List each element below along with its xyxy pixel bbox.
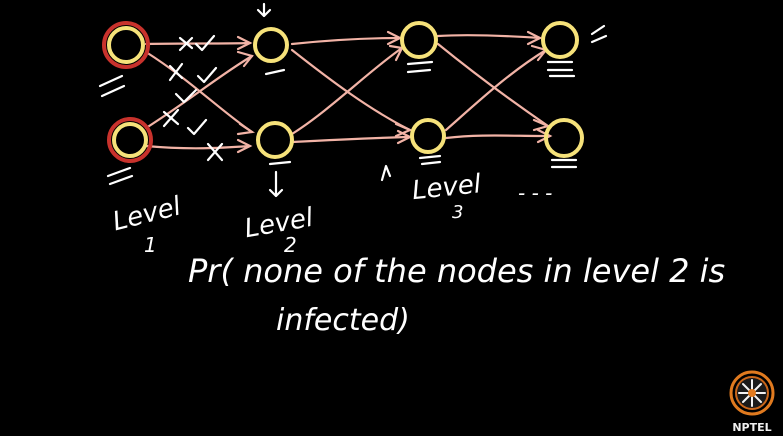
nptel-emblem-icon (729, 370, 775, 416)
node-level3-a (400, 21, 438, 59)
edge-l3b-l4b (444, 134, 552, 140)
edge-l3a-l4a (436, 34, 542, 40)
node-level4-b (544, 118, 584, 158)
infected-ring-l1b (107, 117, 153, 163)
nodes (102, 21, 584, 163)
node-level2-b (256, 121, 294, 159)
edge-l1b-l2b (144, 144, 252, 150)
level-2-number: 2 (284, 233, 297, 257)
level-3-number: 3 (452, 202, 463, 223)
edge-l1b-l2a (144, 54, 254, 130)
infected-ring-l1a (102, 21, 150, 69)
nptel-logo-text: NPTEL (732, 421, 772, 434)
node-level3-b (410, 118, 446, 154)
annotation-marks (98, 2, 608, 198)
node-level1-a (107, 26, 145, 64)
question-line-2: infected) (276, 303, 410, 338)
edge-l3a-l4b (436, 42, 550, 128)
edge-l2a-l3a (290, 36, 402, 46)
question-line-1: Pr( none of the nodes in level 2 is (188, 252, 725, 290)
level-1-number: 1 (144, 233, 157, 257)
node-level4-a (541, 21, 579, 59)
edges (144, 30, 553, 154)
node-level2-a (253, 27, 289, 63)
level-3-label: Level (411, 169, 484, 206)
level-2-label: Level (242, 203, 316, 245)
level-labels: Level 1 Level 2 Level 3 - - - (110, 169, 553, 257)
edge-l2b-l3a (290, 46, 404, 136)
edge-l2b-l3b (290, 135, 412, 144)
edge-l1a-l2a (144, 41, 252, 46)
edge-l3b-l4a (444, 48, 548, 132)
level-1-label: Level (110, 191, 185, 237)
nptel-logo: NPTEL (725, 368, 779, 434)
node-level1-b (112, 122, 148, 158)
edge-l2a-l3b (290, 48, 412, 132)
ellipsis: - - - (518, 181, 552, 205)
question: Pr( none of the nodes in level 2 is infe… (188, 252, 725, 338)
